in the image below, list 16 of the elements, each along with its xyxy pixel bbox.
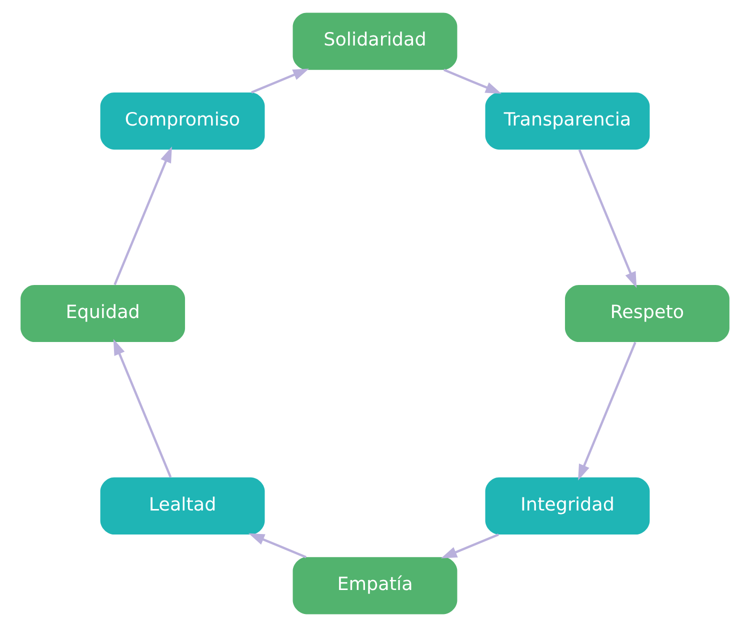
arrow — [248, 533, 306, 558]
node-box: Integridad — [485, 477, 650, 535]
node-box: Lealtad — [100, 477, 265, 535]
node-box: Respeto — [564, 284, 730, 342]
arrow — [251, 68, 310, 94]
node-box: Equidad — [20, 284, 186, 342]
arrow — [440, 533, 499, 558]
node-box: Solidaridad — [292, 12, 458, 70]
arrow — [578, 149, 637, 288]
arrow — [578, 342, 636, 480]
arrow — [113, 339, 172, 478]
node-box: Compromiso — [100, 92, 265, 150]
node-box: Transparencia — [485, 92, 650, 150]
arrow — [114, 146, 172, 286]
node-box: Empatía — [292, 557, 458, 614]
arrow — [444, 68, 502, 94]
